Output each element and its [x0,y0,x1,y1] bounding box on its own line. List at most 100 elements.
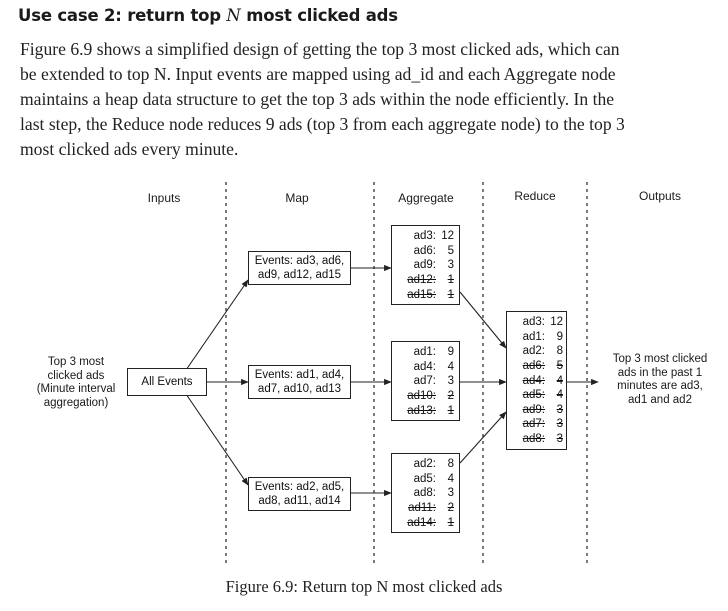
column-heading-map: Map [285,191,309,205]
ad-count-row-discarded: ad7: 3 [507,417,566,432]
click-count: 4 [447,472,454,485]
ad-count-row-discarded: ad14:1 [392,515,459,530]
ad-count-row: ad1: 9 [507,330,566,345]
column-heading-outputs: Outputs [638,189,682,203]
ad-count-row-discarded: ad12:1 [392,273,459,288]
ad-count-row: ad4: 4 [392,360,459,375]
ad-count-row-discarded: ad10:2 [392,389,459,404]
ad-id: ad12: [407,274,436,287]
ad-count-row: ad7: 3 [392,374,459,389]
aggregate-node-1: ad3:12 ad6:5 ad9: 3 ad12:1 ad15: 1 [391,225,460,305]
click-count: 12 [441,230,454,243]
click-count: 4 [447,360,454,373]
ad-count-row: ad6:5 [392,244,459,259]
map-node-3: Events: ad2, ad5, ad8, ad11, ad14 [248,477,351,511]
ad-id: ad13: [407,404,436,417]
reduce-node: ad3: 12 ad1: 9 ad2: 8 ad6: 5 ad4: 4 ad5: 4 ad9… [506,311,567,450]
ad-id: ad2: [413,458,436,471]
figure-diagram: Inputs Map Aggregate Reduce Outputs Top … [0,180,728,570]
ad-id: ad1: [413,346,436,359]
input-label-line: (Minute interval [36,383,116,396]
input-label: Top 3 most clicked ads (Minute interval … [37,356,116,410]
click-count: 1 [447,516,454,529]
click-count: 5 [556,360,563,373]
map-node-line: ad9, ad12, ad15 [257,269,342,281]
ad-id: ad9: [522,403,545,416]
aggregate-node-2: ad1: 9 ad4: 4 ad7: 3 ad10:2 ad13: 1 [391,341,460,421]
click-count: 3 [447,259,454,272]
ad-count-row: ad8: 3 [392,486,459,501]
ad-id: ad15: [407,288,436,301]
map-node-line: ad7, ad10, ad13 [257,383,342,395]
paragraph-line: be extended to top N. Input events are m… [20,64,616,84]
click-count: 3 [556,403,563,416]
ad-id: ad2: [522,345,545,358]
paragraph-line: last step, the Reduce node reduces 9 ads… [20,114,625,134]
click-count: 12 [550,316,563,329]
ad-count-row-discarded: ad15: 1 [392,287,459,302]
ad-id: ad3: [522,316,545,329]
ad-id: ad5: [413,472,436,485]
output-label-line: Top 3 most clicked [612,353,708,365]
ad-id: ad4: [413,360,436,373]
click-count: 2 [447,502,454,515]
click-count: 3 [447,375,454,388]
input-label-line: Top 3 most [47,356,105,368]
ad-id: ad6: [413,244,436,257]
output-label-line: minutes are ad3, [617,380,703,393]
input-label-line: clicked ads [47,369,105,382]
ad-id: ad6: [522,360,545,373]
column-heading-reduce: Reduce [514,189,556,203]
click-count: 3 [556,433,563,446]
ad-count-row: ad9: 3 [392,258,459,273]
ad-id: ad1: [522,330,545,343]
column-dividers [225,182,588,565]
column-heading-inputs: Inputs [147,191,181,205]
map-node-1: Events: ad3, ad6, ad9, ad12, ad15 [248,251,351,285]
map-node-line: Events: ad1, ad4, [254,369,345,381]
ad-count-row: ad2:8 [392,457,459,472]
arrow-events-to-map-3 [185,393,249,486]
ad-id: ad5: [522,389,545,402]
ad-id: ad7: [413,375,436,388]
ad-id: ad10: [407,390,436,403]
click-count: 4 [556,374,563,387]
map-node-line: ad8, ad11, ad14 [258,495,341,507]
click-count: 3 [447,487,454,500]
click-count: 9 [556,330,563,343]
click-count: 1 [447,288,454,301]
arrow-agg1-to-reduce [459,291,507,349]
all-events-box: All Events [127,368,207,396]
map-node-line: Events: ad3, ad6, [254,255,345,267]
input-label-line: aggregation) [43,396,109,409]
ad-count-row-discarded: ad4: 4 [507,373,566,388]
ad-count-row-discarded: ad13: 1 [392,403,459,418]
click-count: 1 [447,404,454,417]
ad-count-row: ad1: 9 [392,345,459,360]
paragraph-line: maintains a heap data structure to get t… [20,89,615,109]
paragraph-line: most clicked ads every minute. [20,139,239,159]
aggregate-node-3: ad2:8 ad5:4 ad8:3 ad11:2 ad14:1 [391,453,460,533]
output-label-line: ad1 and ad2 [628,393,692,406]
click-count: 4 [556,389,563,402]
diagram-connectors [185,182,599,565]
click-count: 9 [447,346,454,359]
ad-count-row-discarded: ad6: 5 [507,359,566,374]
ad-id: ad4: [522,374,545,387]
map-node-2: Events: ad1, ad4, ad7, ad10, ad13 [248,365,351,399]
click-count: 8 [556,345,563,358]
click-count: 3 [556,418,563,431]
column-heading-aggregate: Aggregate [398,191,454,205]
all-events-label: All Events [141,376,193,388]
ad-id: ad8: [413,487,436,500]
ad-id: ad8: [522,433,545,446]
ad-count-row-discarded: ad5: 4 [507,388,566,403]
section-heading: Use case 2: return top N most clicked ad… [18,6,398,25]
ad-count-row: ad3:12 [392,229,459,244]
ad-id: ad9: [413,259,436,272]
output-label: Top 3 most clicked ads in the past 1 min… [613,353,708,407]
output-label-line: ads in the past 1 [617,366,703,379]
heading-prefix: Use case 2: return top [18,6,227,25]
ad-count-row: ad3: 12 [507,315,566,330]
ad-id: ad7: [522,418,545,431]
